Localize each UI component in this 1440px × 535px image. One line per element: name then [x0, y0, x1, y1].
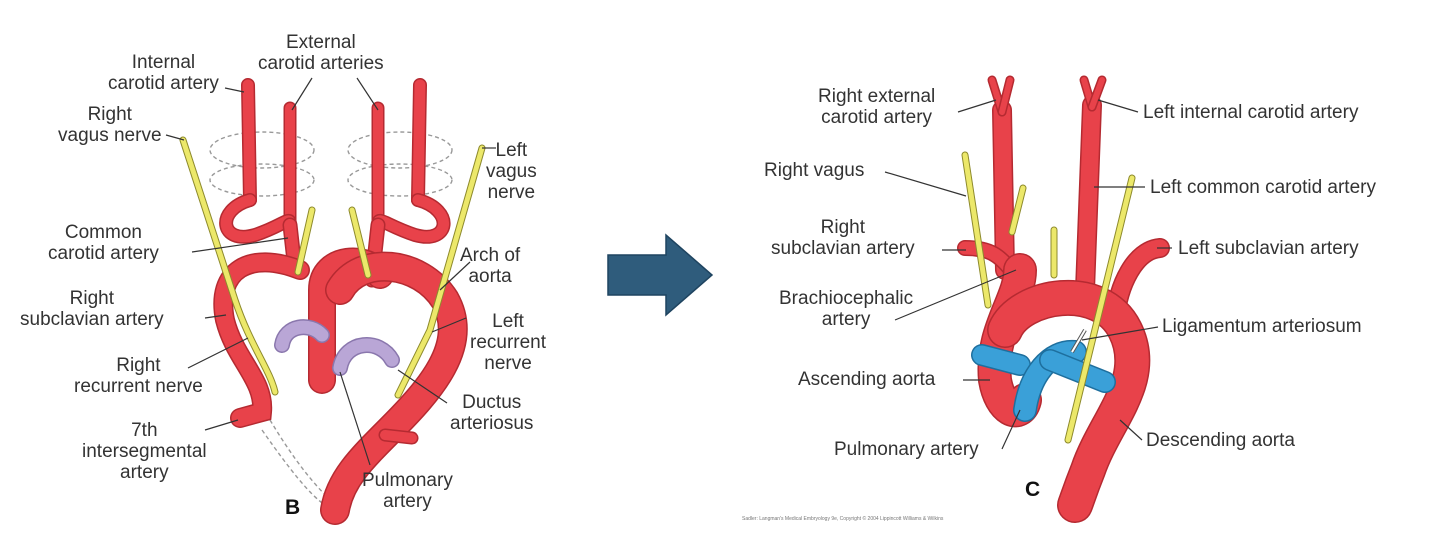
label-right-vagus-b: Right vagus nerve: [58, 104, 162, 146]
label-left-subclavian-c: Left subclavian artery: [1178, 238, 1359, 259]
label-pulmonary-artery-c: Pulmonary artery: [834, 439, 979, 460]
vagus-nerves-c: [961, 151, 1136, 444]
leader-lines-b: [165, 77, 496, 466]
pulmonary-artery-c: [971, 339, 1116, 422]
label-left-vagus-b: Left vagus nerve: [486, 140, 537, 203]
label-right-subclavian-b: Right subclavian artery: [20, 288, 164, 330]
aortic-arches-diagram-b: [165, 77, 496, 525]
transition-arrow: [607, 233, 714, 317]
label-left-recurrent-b: Left recurrent nerve: [470, 311, 547, 374]
label-ligamentum-c: Ligamentum arteriosum: [1162, 316, 1362, 337]
vessels-b: [213, 78, 468, 525]
label-external-carotid-b: External carotid arteries: [258, 32, 384, 74]
vagus-nerves-b: [179, 136, 486, 399]
vessels-c: [957, 75, 1170, 523]
leader-lines-c: [884, 99, 1172, 450]
label-right-recurrent-b: Right recurrent nerve: [74, 355, 203, 397]
label-right-vagus-c: Right vagus: [764, 160, 865, 181]
label-left-common-carotid-c: Left common carotid artery: [1150, 177, 1376, 198]
label-brachiocephalic-c: Brachiocephalic artery: [779, 288, 914, 330]
label-internal-carotid-b: Internal carotid artery: [108, 52, 219, 94]
label-ascending-aorta-c: Ascending aorta: [798, 369, 936, 390]
label-pulmonary-artery-b: Pulmonary artery: [362, 470, 453, 512]
panel-letter-c: C: [1025, 478, 1041, 501]
pulmonary-artery-b: [274, 319, 400, 376]
label-ductus-b: Ductus arteriosus: [450, 392, 534, 434]
label-seventh-intersegmental-b: 7th intersegmental artery: [82, 420, 207, 483]
label-common-carotid-b: Common carotid artery: [48, 222, 159, 264]
adult-arch-diagram-c: [884, 75, 1172, 523]
label-right-subclavian-c: Right subclavian artery: [771, 217, 915, 259]
label-descending-aorta-c: Descending aorta: [1146, 430, 1295, 451]
label-arch-of-aorta-b: Arch of aorta: [460, 245, 521, 287]
label-right-external-carotid-c: Right external carotid artery: [818, 86, 936, 128]
panel-letter-b: B: [285, 496, 301, 519]
copyright-credit: Sadler: Langman's Medical Embryology 9e,…: [742, 516, 944, 522]
label-left-internal-carotid-c: Left internal carotid artery: [1143, 102, 1359, 123]
